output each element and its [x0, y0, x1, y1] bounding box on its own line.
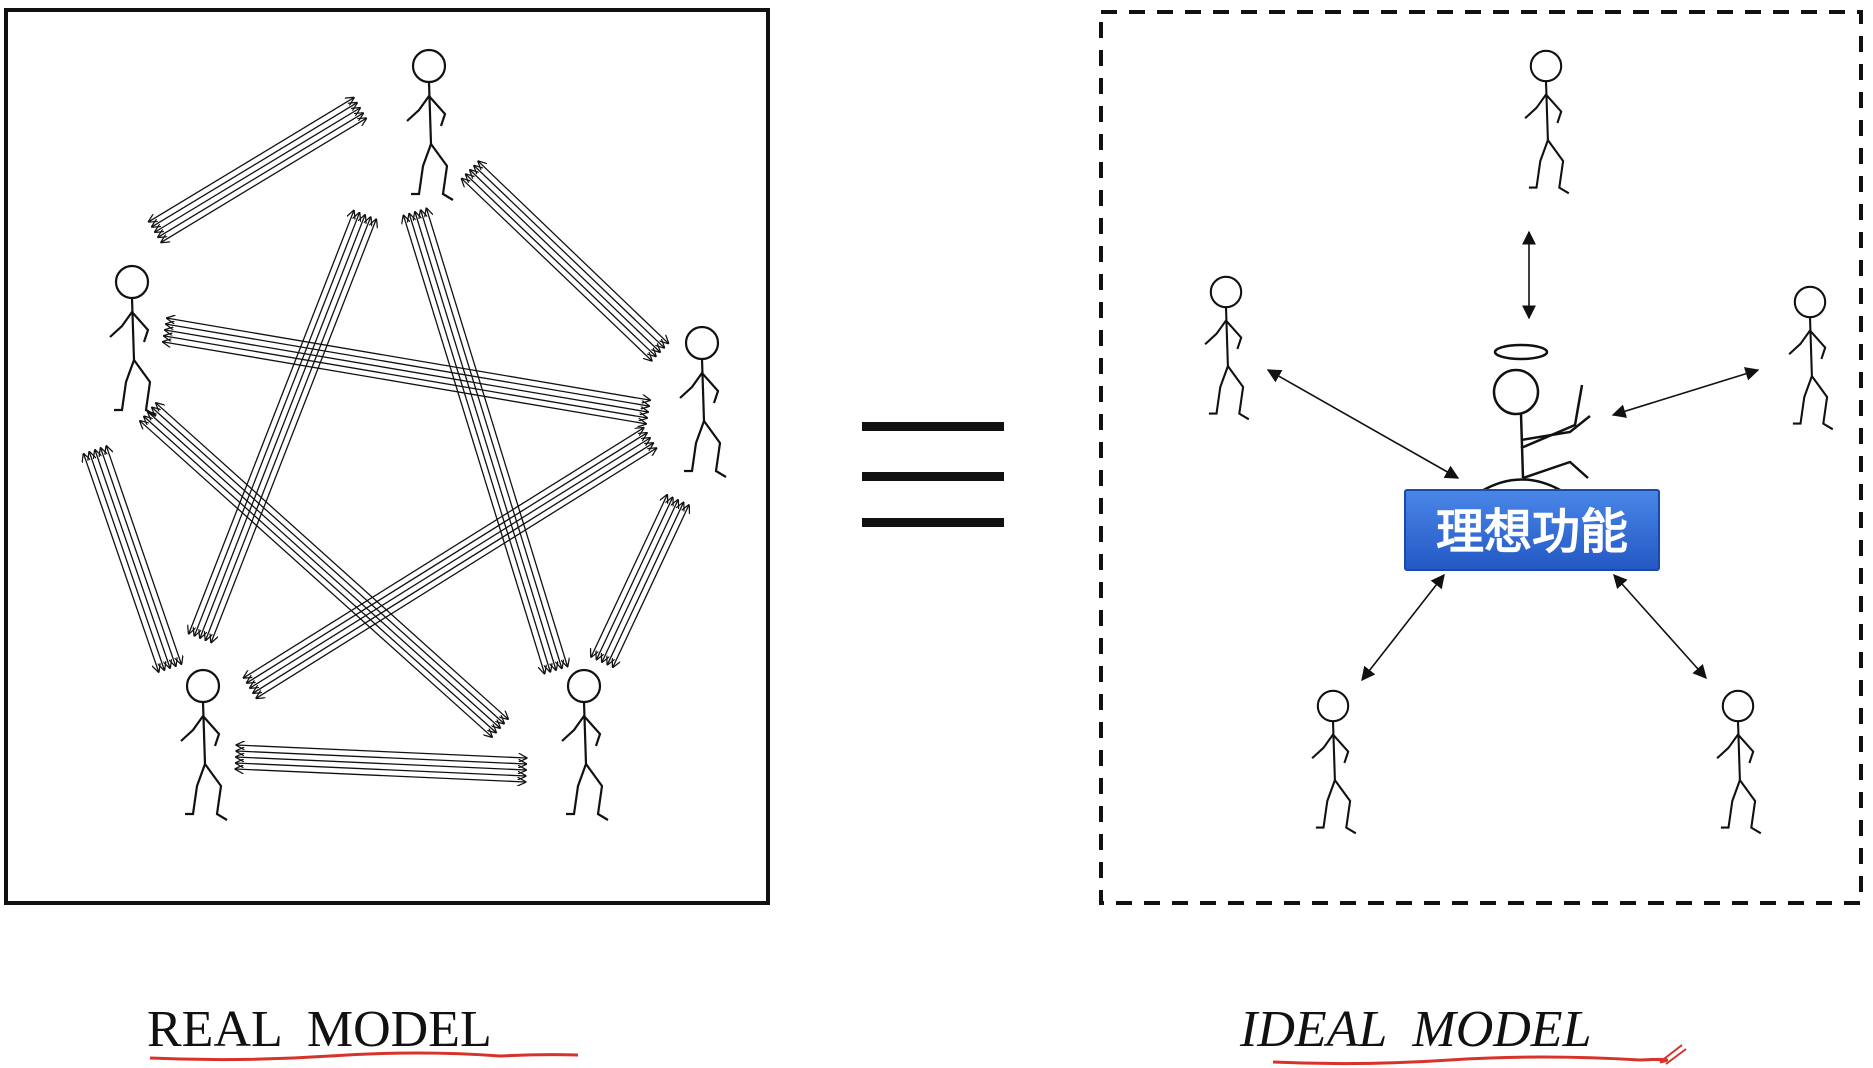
- person-icon: [109, 264, 157, 417]
- ideal-model-caption-group: IDEAL MODEL: [1239, 1001, 1687, 1066]
- arrow-bundle: [235, 745, 526, 782]
- ideal-model-arrows: [1266, 230, 1760, 682]
- ideal-model-caption: IDEAL MODEL: [1239, 1001, 1591, 1058]
- arrow-bundle: [244, 428, 657, 698]
- real-model-caption: REAL MODEL: [147, 1001, 492, 1058]
- halo-icon: [1493, 343, 1549, 361]
- person-icon: [180, 668, 228, 821]
- arrow-bundle: [84, 446, 182, 672]
- arrow-bundle: [462, 161, 669, 360]
- person-icon: [1788, 285, 1834, 431]
- angel-figure: [1479, 343, 1591, 494]
- person-icon: [1524, 49, 1570, 195]
- arrow-bundle: [591, 495, 689, 667]
- ideal-model-people: [1204, 49, 1834, 835]
- double-arrow: [1613, 573, 1707, 680]
- real-model-caption-group: REAL MODEL: [147, 1001, 579, 1062]
- arrow-bundle: [189, 211, 376, 643]
- person-icon: [561, 668, 609, 821]
- person-icon: [406, 48, 454, 201]
- real-model-people: [109, 48, 727, 821]
- double-arrow: [1611, 367, 1760, 418]
- arrow-bundle: [163, 318, 650, 424]
- real-model-underline: [149, 1051, 579, 1062]
- double-arrow: [1361, 573, 1445, 682]
- person-icon: [679, 325, 727, 478]
- real-model-frame: [4, 8, 770, 905]
- person-icon: [1204, 275, 1250, 421]
- equivalence-sign: [862, 422, 1004, 527]
- ideal-model-frame: [1099, 10, 1863, 905]
- person-icon: [1311, 689, 1357, 835]
- ideal-function-badge: 理想功能: [1404, 489, 1660, 571]
- arrow-bundle: [149, 98, 366, 243]
- arrow-bundle: [404, 208, 568, 673]
- double-arrow: [1266, 369, 1460, 479]
- ideal-function-label: 理想功能: [1436, 504, 1628, 560]
- real-model-panel: [4, 8, 770, 905]
- person-icon: [1716, 689, 1762, 835]
- arrow-bundle: [140, 403, 508, 737]
- pen-cursor-icon: [1659, 1044, 1687, 1065]
- ideal-model-panel: 理想功能: [1099, 10, 1863, 905]
- ideal-model-underline: [1272, 1055, 1669, 1066]
- real-model-arrows: [84, 98, 689, 782]
